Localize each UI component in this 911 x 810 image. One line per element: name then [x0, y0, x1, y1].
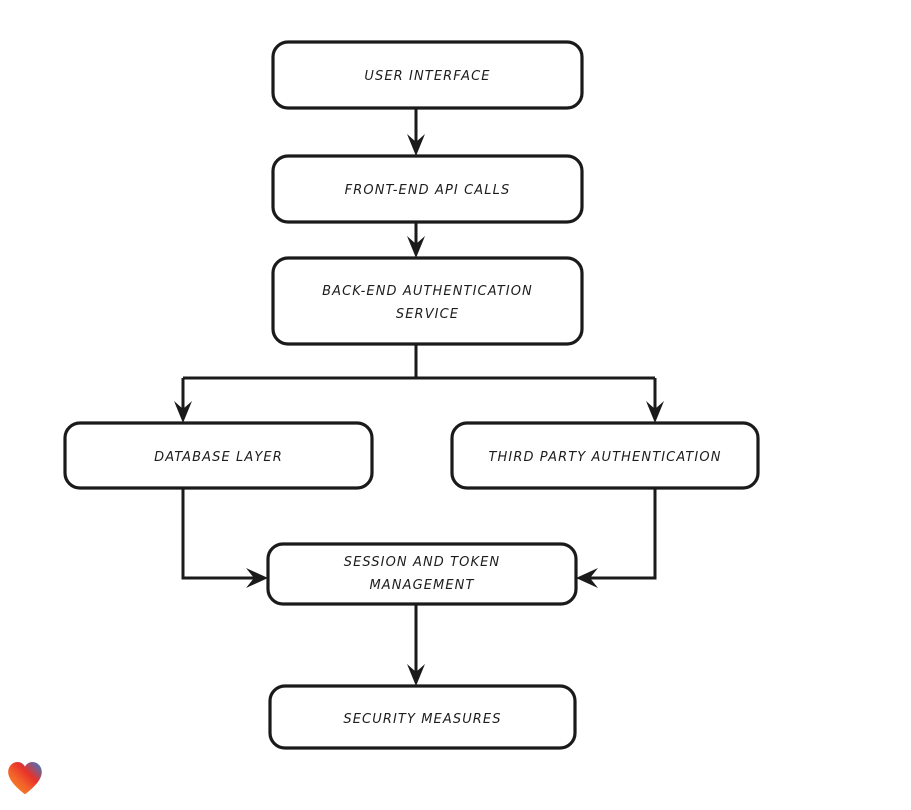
- edge-backend-to-thirdparty: [646, 378, 664, 423]
- node-back-end-authentication-service-shape[interactable]: [271, 256, 584, 346]
- node-session-and-token-management-label-line2: MANAGEMENT: [369, 578, 474, 593]
- node-third-party-authentication[interactable]: THIRD PARTY AUTHENTICATION: [450, 421, 760, 490]
- edge-ui-to-api: [407, 108, 425, 156]
- node-back-end-authentication-service[interactable]: BACK-END AUTHENTICATION SERVICE: [271, 256, 584, 346]
- node-third-party-authentication-label: THIRD PARTY AUTHENTICATION: [488, 450, 721, 465]
- node-user-interface-shape[interactable]: [271, 40, 584, 110]
- node-session-and-token-management-label-line1: SESSION AND TOKEN: [344, 555, 501, 570]
- edge-backend-to-database: [174, 378, 192, 423]
- node-security-measures-shape[interactable]: [268, 684, 577, 750]
- edge-database-to-session: [181, 488, 268, 588]
- node-user-interface-label: USER INTERFACE: [364, 69, 490, 84]
- edge-api-to-backend: [407, 222, 425, 258]
- node-session-and-token-management[interactable]: SESSION AND TOKEN MANAGEMENT: [266, 542, 578, 606]
- edge-session-to-security: [407, 604, 425, 686]
- node-third-party-authentication-shape[interactable]: [450, 421, 760, 490]
- edge-backend-split: [183, 344, 655, 380]
- node-database-layer-label: DATABASE LAYER: [154, 450, 283, 465]
- node-front-end-api-calls-label: FRONT-END API CALLS: [345, 183, 511, 198]
- heart-icon-shape: [8, 762, 42, 795]
- connector-layer: [174, 108, 664, 686]
- node-front-end-api-calls-shape[interactable]: [271, 154, 584, 224]
- node-security-measures[interactable]: SECURITY MEASURES: [268, 684, 577, 750]
- node-database-layer-shape[interactable]: [63, 421, 374, 490]
- node-back-end-authentication-service-label-line2: SERVICE: [396, 307, 459, 322]
- node-security-measures-label: SECURITY MEASURES: [343, 712, 501, 727]
- heart-icon[interactable]: [7, 761, 43, 795]
- node-layer: USER INTERFACE FRONT-END API CALLS BACK-…: [63, 40, 760, 750]
- node-user-interface[interactable]: USER INTERFACE: [271, 40, 584, 110]
- node-front-end-api-calls[interactable]: FRONT-END API CALLS: [271, 154, 584, 224]
- node-back-end-authentication-service-label-line1: BACK-END AUTHENTICATION: [322, 284, 533, 299]
- node-database-layer[interactable]: DATABASE LAYER: [63, 421, 374, 490]
- node-session-and-token-management-shape[interactable]: [266, 542, 578, 606]
- edge-thirdparty-to-session: [576, 488, 657, 588]
